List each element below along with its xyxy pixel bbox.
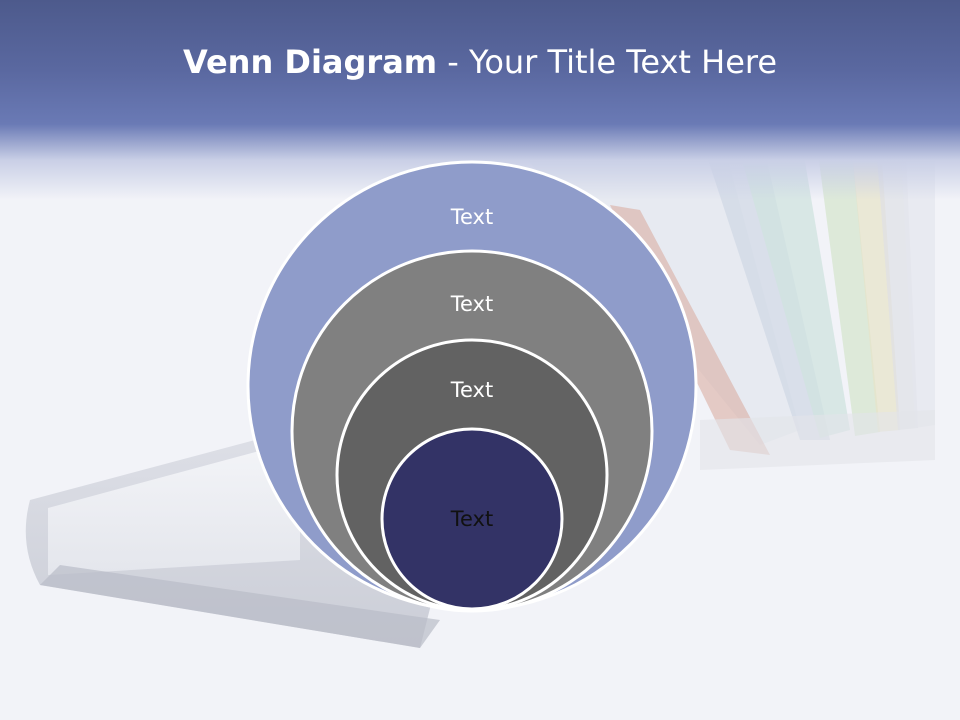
venn-label-second: Text [450,292,493,316]
slide-title-bold: Venn Diagram [182,43,438,81]
slide-title: Venn Diagram - Your Title Text Here [0,40,960,84]
venn-label-outer: Text [450,205,493,229]
venn-label-inner: Text [450,507,493,531]
venn-label-third: Text [450,378,493,402]
venn-circle-inner [380,427,564,611]
slide-title-rest: - Your Title Text Here [437,43,778,81]
